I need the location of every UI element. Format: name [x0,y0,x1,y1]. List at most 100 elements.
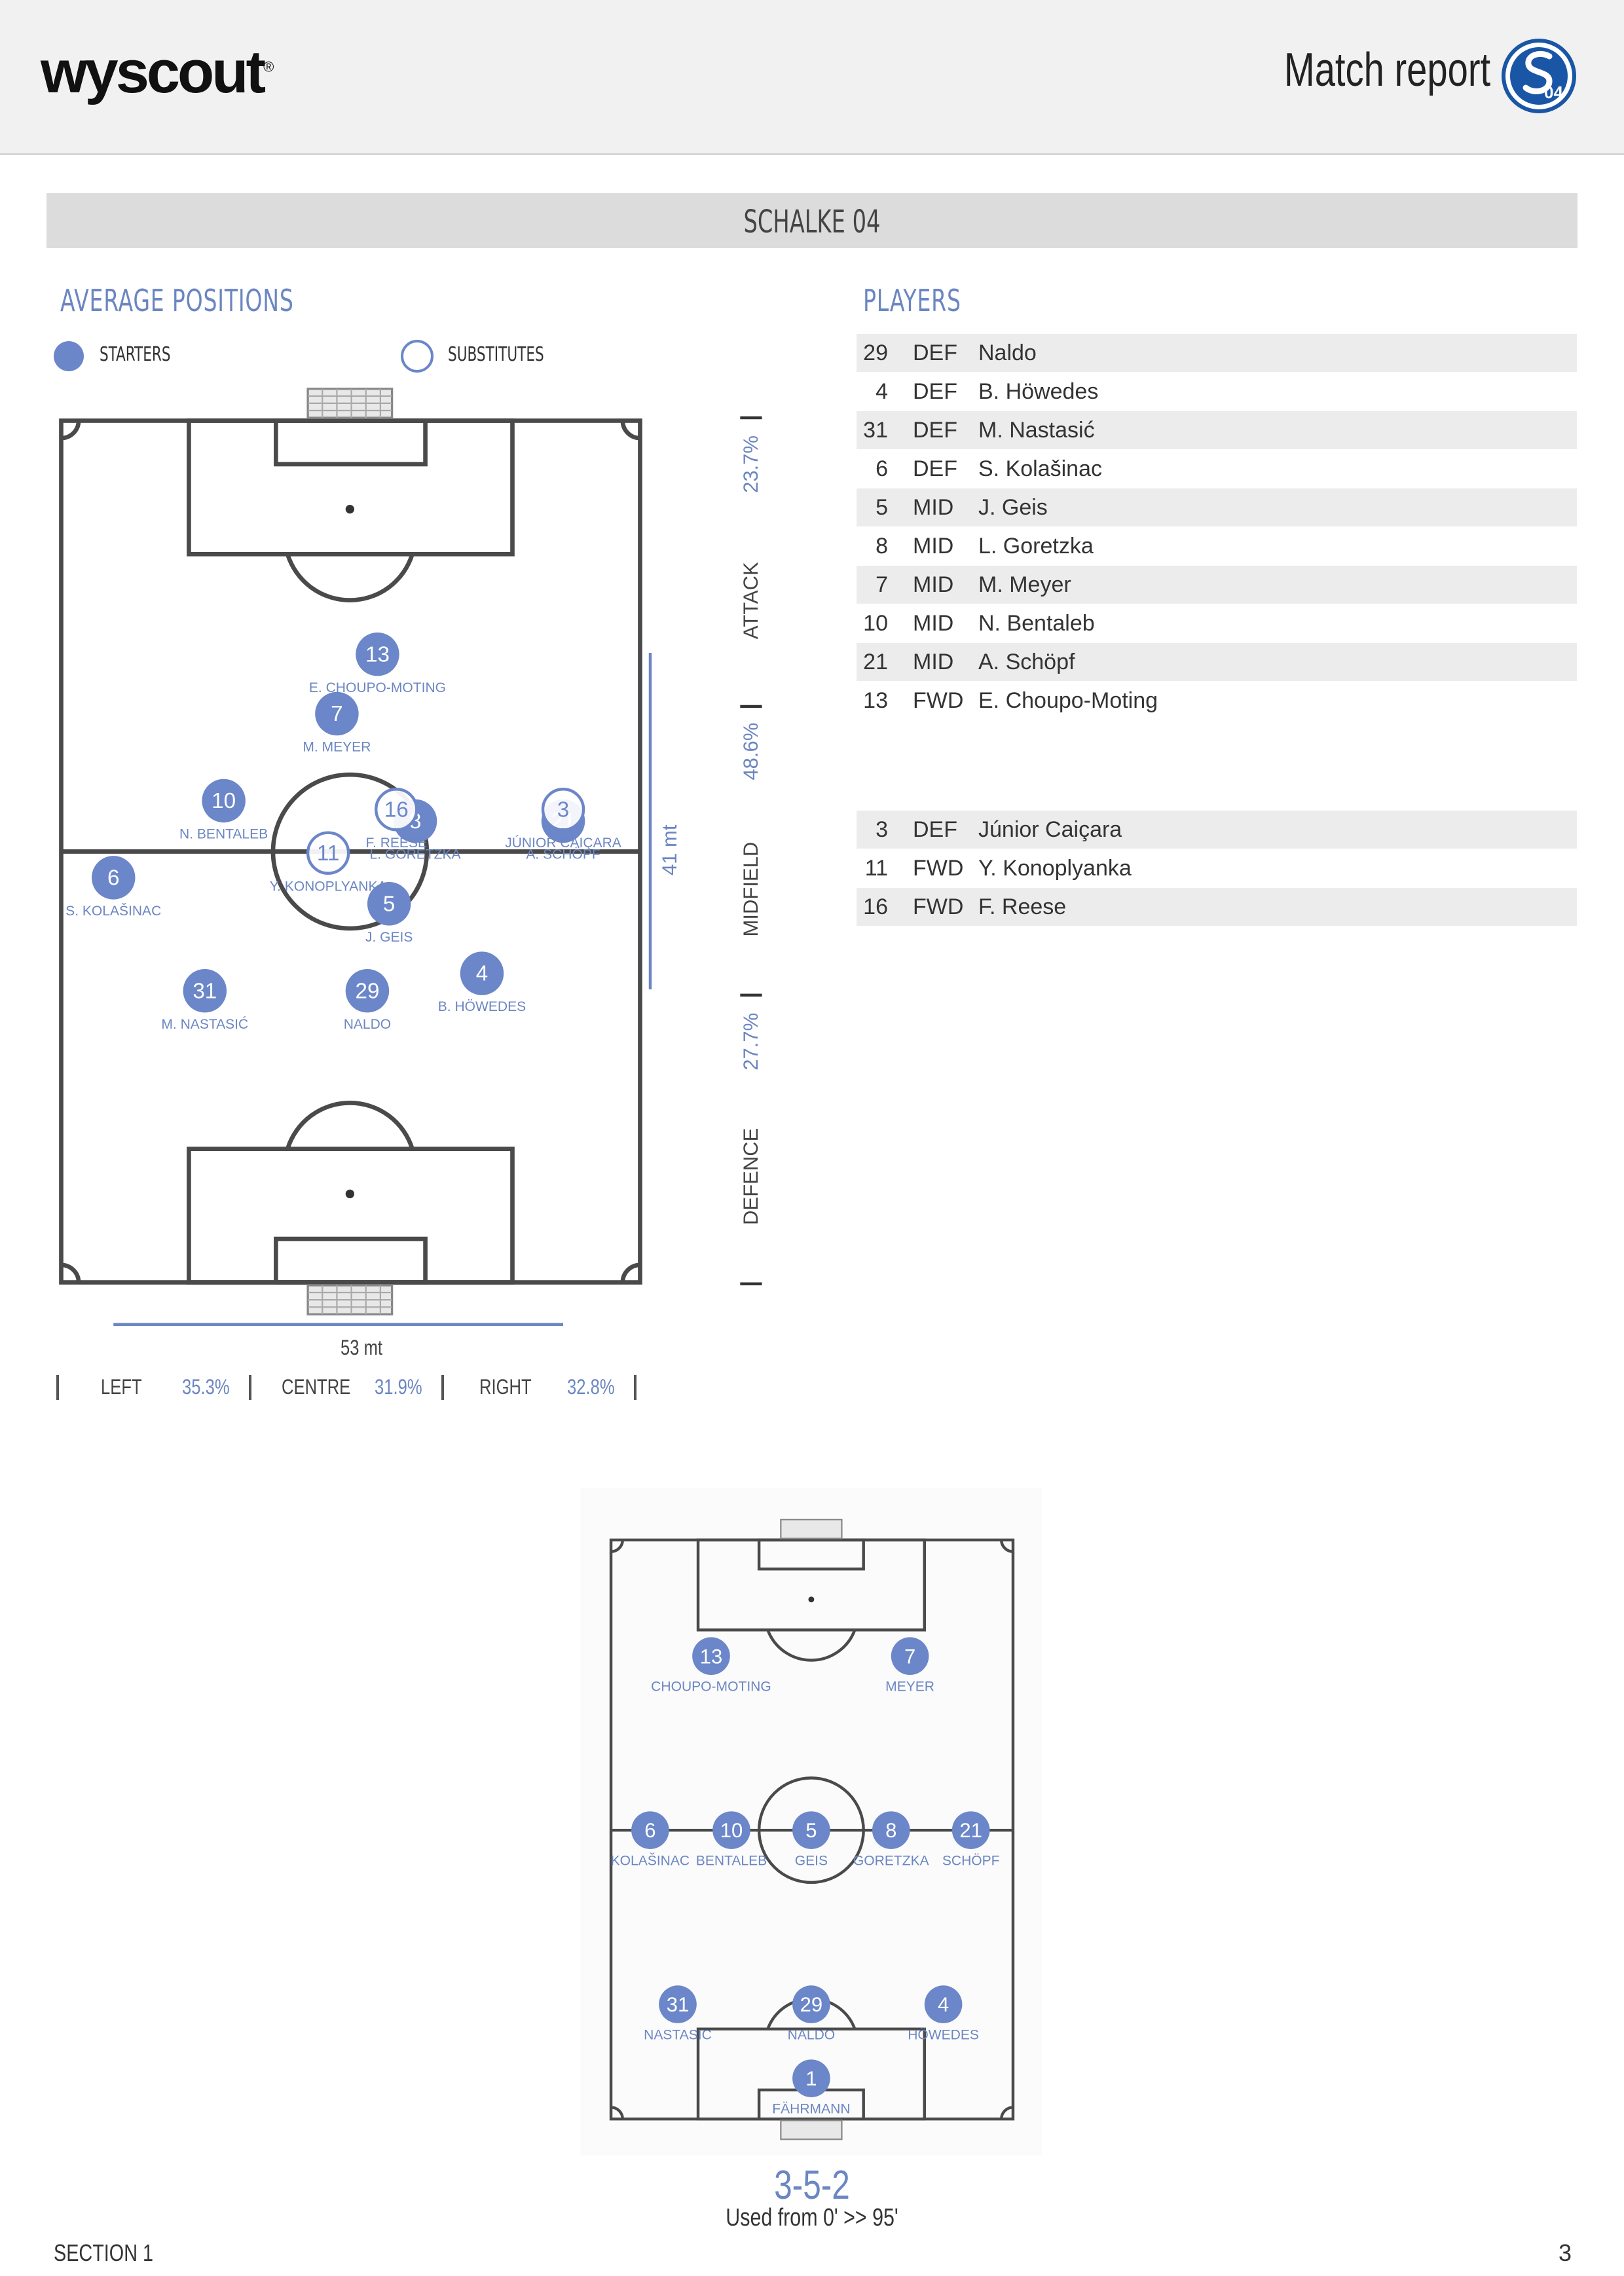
player-dot [541,788,585,832]
player-dot [306,831,350,875]
player-position: DEF [913,817,957,842]
player-dot [712,1811,750,1849]
lateral-separator [56,1375,59,1400]
average-positions-pitch: 41 mt 23.7% ATTACK 48.6% MIDFIELD 27.7% … [59,388,762,1326]
player-name: B. Höwedes [978,379,1099,404]
player-number: 29 [355,979,379,1003]
zone-defence-label: DEFENCE [739,1128,762,1225]
player-label: L. GORETZKA [370,847,461,862]
player-number: 3 [557,798,569,822]
player-number: 7 [331,702,342,726]
substitute-marker: 11Y. KONOPLYANKA [270,831,387,894]
player-position: MID [913,611,954,636]
player-dot [792,1811,830,1849]
formation-used-time: Used from 0' >> 95' [726,2204,898,2231]
substitutes-legend-label: SUBSTITUTES [448,343,544,366]
report-title: Match report [1283,44,1490,96]
player-number: 21 [959,1819,982,1842]
player-label: CHOUPO-MOTING [651,1679,771,1694]
player-number: 10 [863,611,888,636]
wyscout-logo: wyscout® [41,39,274,105]
player-row: 6 DEF S. Kolašinac [857,450,1577,488]
player-label: FÄHRMANN [772,2101,850,2116]
lateral-separator [634,1375,637,1400]
player-position: DEF [913,456,957,481]
player-label: NALDO [344,1017,391,1032]
player-number: 6 [644,1819,655,1842]
player-position: DEF [913,418,957,443]
starters-legend-label: STARTERS [100,343,171,366]
player-dot [202,779,246,823]
bottom-goal-net [306,1284,394,1315]
starter-marker: 10 N. BENTALEB [179,779,268,842]
player-number: 6 [876,456,888,481]
player-label: GORETZKA [853,1853,929,1868]
player-dot [951,1811,990,1849]
depth-label: 41 mt [658,824,681,875]
player-position: FWD [913,894,964,919]
lateral-right-label: RIGHT [479,1375,532,1399]
substitutes-legend-icon [401,340,434,373]
player-name: E. Choupo-Moting [978,688,1158,713]
player-number: 16 [863,894,888,919]
player-number: 5 [805,1819,817,1842]
starter-marker: 31M. NASTASIĆ [161,968,248,1032]
player-number: 31 [667,1993,690,2016]
player-dot [345,968,390,1013]
player-number: 7 [904,1645,915,1668]
player-name: M. Meyer [978,572,1071,597]
starter-marker: 6S. KOLAŠINAC [65,856,161,919]
player-number: 7 [876,572,888,597]
players-title: PLAYERS [863,283,961,318]
player-dot [367,882,411,926]
player-label: N. BENTALEB [179,827,268,842]
player-position: FWD [913,856,964,881]
player-label: BENTALEB [696,1853,767,1868]
player-label: NASTASIC [644,2027,712,2042]
player-label: KOLAŠINAC [611,1853,690,1868]
player-label: J. GEIS [365,930,413,945]
team-bar: SCHALKE 04 [46,193,1578,248]
player-number: 6 [107,866,119,890]
player-label: MEYER [885,1679,934,1694]
player-dot [692,1637,730,1676]
starter-marker: 5 J. GEIS [365,882,413,945]
player-dot [891,1637,929,1676]
player-number: 31 [863,418,888,443]
player-number: 4 [476,962,488,986]
formation-name: 3-5-2 [774,2163,850,2208]
starter-marker: 7M. MEYER [303,691,371,755]
player-dot [356,632,399,676]
player-dot [183,968,227,1013]
player-dot [924,1985,963,2023]
player-number: 5 [383,892,395,916]
player-number: 10 [212,789,236,813]
player-position: DEF [913,379,957,404]
player-label: GEIS [795,1853,828,1868]
player-number: 29 [863,340,888,365]
player-dot [92,856,136,900]
width-label: 53 mt [341,1336,383,1359]
player-position: MID [913,495,954,520]
player-name: S. Kolašinac [978,456,1102,481]
player-label: HÖWEDES [908,2027,979,2042]
average-positions-title: AVERAGE POSITIONS [60,283,294,318]
player-dot [460,951,504,995]
zone-attack-label: ATTACK [739,562,762,639]
